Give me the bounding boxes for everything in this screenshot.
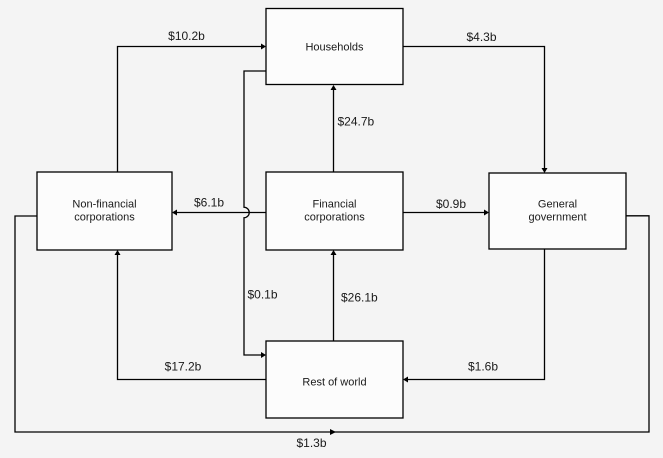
svg-text:$1.3b: $1.3b bbox=[296, 436, 326, 450]
svg-text:$6.1b: $6.1b bbox=[194, 196, 224, 210]
svg-text:Households: Households bbox=[305, 42, 364, 54]
svg-text:$26.1b: $26.1b bbox=[341, 291, 378, 305]
svg-text:government: government bbox=[528, 212, 586, 224]
svg-text:$10.2b: $10.2b bbox=[168, 29, 205, 43]
svg-text:$0.1b: $0.1b bbox=[248, 288, 278, 302]
svg-text:Non-financial: Non-financial bbox=[72, 199, 136, 211]
svg-text:$1.6b: $1.6b bbox=[468, 360, 498, 374]
svg-text:Rest of world: Rest of world bbox=[302, 377, 366, 389]
svg-text:$0.9b: $0.9b bbox=[436, 197, 466, 211]
svg-text:Financial: Financial bbox=[312, 199, 356, 211]
svg-text:corporations: corporations bbox=[74, 212, 135, 224]
svg-text:corporations: corporations bbox=[304, 212, 365, 224]
svg-text:General: General bbox=[538, 199, 577, 211]
svg-text:$4.3b: $4.3b bbox=[466, 30, 496, 44]
svg-text:$24.7b: $24.7b bbox=[338, 115, 375, 129]
svg-text:$17.2b: $17.2b bbox=[165, 360, 202, 374]
